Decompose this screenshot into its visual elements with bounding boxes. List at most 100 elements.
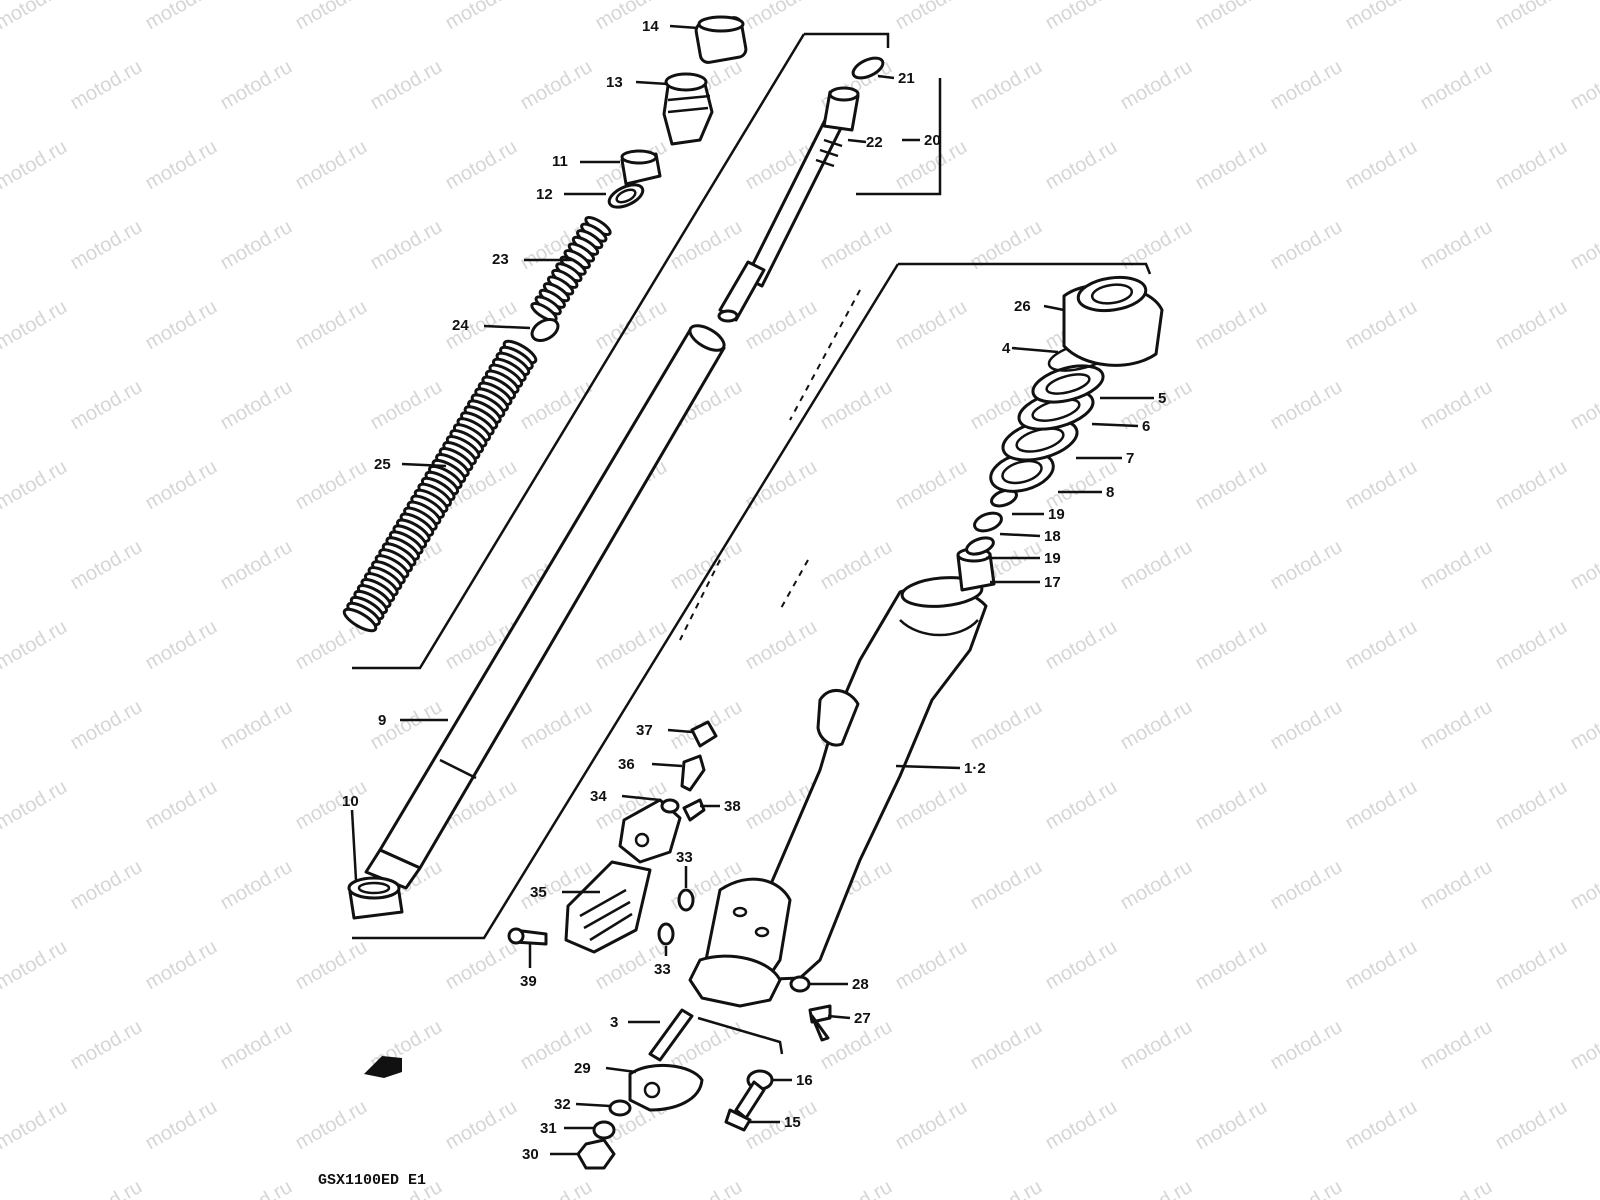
part-29-axle-clamp bbox=[628, 1063, 704, 1112]
watermark-text: motod.ru bbox=[1117, 1176, 1196, 1200]
callout-5: 5 bbox=[1158, 390, 1166, 407]
watermark-text: motod.ru bbox=[442, 1096, 521, 1155]
watermark-text: motod.ru bbox=[217, 376, 296, 435]
watermark-text: motod.ru bbox=[217, 1016, 296, 1075]
watermark-text: motod.ru bbox=[442, 0, 521, 34]
part-9-inner-tube bbox=[364, 324, 726, 890]
callout-23: 23 bbox=[492, 251, 509, 268]
callout-6: 6 bbox=[1142, 418, 1150, 435]
watermark-text: motod.ru bbox=[1042, 776, 1121, 835]
watermark-text: motod.ru bbox=[1417, 1176, 1496, 1200]
leader-lines bbox=[350, 24, 1154, 1156]
watermark-text: motod.ru bbox=[1567, 856, 1600, 915]
watermark-text: motod.ru bbox=[67, 56, 146, 115]
callout-31: 31 bbox=[540, 1120, 557, 1137]
watermark-text: motod.ru bbox=[442, 136, 521, 195]
watermark-text: motod.ru bbox=[1192, 936, 1271, 995]
callout-38: 38 bbox=[724, 798, 741, 815]
part-19-washer-upper bbox=[990, 488, 1018, 508]
watermark-text: motod.ru bbox=[292, 456, 371, 515]
watermark-text: motod.ru bbox=[217, 1176, 296, 1200]
part-23-spacer-spring bbox=[530, 215, 612, 323]
watermark-text: motod.ru bbox=[742, 296, 821, 355]
part-32-washer bbox=[608, 1099, 632, 1117]
callout-13: 13 bbox=[606, 74, 623, 91]
watermark-text: motod.ru bbox=[217, 696, 296, 755]
part-33-washer-lower bbox=[657, 922, 675, 946]
watermark-text: motod.ru bbox=[817, 216, 896, 275]
part-21-piston-ring bbox=[851, 56, 885, 80]
watermark-text: motod.ru bbox=[1492, 1096, 1571, 1155]
watermark-text: motod.ru bbox=[1042, 616, 1121, 675]
watermark-text: motod.ru bbox=[292, 1096, 371, 1155]
watermark-text: motod.ru bbox=[67, 1016, 146, 1075]
watermark-text: motod.ru bbox=[1117, 696, 1196, 755]
watermark-text: motod.ru bbox=[742, 0, 821, 34]
watermark-text: motod.ru bbox=[67, 216, 146, 275]
watermark-text: motod.ru bbox=[292, 0, 371, 34]
watermark-text: motod.ru bbox=[142, 136, 221, 195]
watermark-text: motod.ru bbox=[592, 0, 671, 34]
watermark-text: motod.ru bbox=[1567, 376, 1600, 435]
watermark-text: motod.ru bbox=[217, 856, 296, 915]
watermark-text: motod.ru bbox=[142, 936, 221, 995]
watermark-text: motod.ru bbox=[1042, 136, 1121, 195]
watermark-text: motod.ru bbox=[1267, 216, 1346, 275]
watermark-text: motod.ru bbox=[1567, 216, 1600, 275]
callout-36: 36 bbox=[618, 756, 635, 773]
callout-25: 25 bbox=[374, 456, 391, 473]
watermark-text: motod.ru bbox=[742, 456, 821, 515]
part-11-bushing bbox=[620, 149, 662, 186]
fork-parts bbox=[342, 15, 1164, 1170]
watermark-text: motod.ru bbox=[1342, 776, 1421, 835]
watermark-text: motod.ru bbox=[742, 616, 821, 675]
part-27-screw bbox=[808, 1004, 832, 1042]
callout-22: 22 bbox=[866, 134, 883, 151]
watermark-text: motod.ru bbox=[1192, 776, 1271, 835]
watermark-text: motod.ru bbox=[817, 536, 896, 595]
part-26-dust-boot bbox=[1062, 275, 1164, 367]
watermark-text: motod.ru bbox=[1117, 536, 1196, 595]
watermark-text: motod.ru bbox=[592, 616, 671, 675]
callout-27: 27 bbox=[854, 1010, 871, 1027]
watermark-text: motod.ru bbox=[1117, 856, 1196, 915]
watermark-text: motod.ru bbox=[967, 216, 1046, 275]
watermark-text: motod.ru bbox=[0, 936, 71, 995]
watermark-text: motod.ru bbox=[1492, 0, 1571, 34]
callout-26: 26 bbox=[1014, 298, 1031, 315]
callout-32: 32 bbox=[554, 1096, 571, 1113]
watermark-text: motod.ru bbox=[217, 536, 296, 595]
watermark-text: motod.ru bbox=[892, 0, 971, 34]
watermark-text: motod.ru bbox=[1192, 1096, 1271, 1155]
watermark-text: motod.ru bbox=[1117, 56, 1196, 115]
watermark-text: motod.ru bbox=[1042, 936, 1121, 995]
callout-7: 7 bbox=[1126, 450, 1134, 467]
callout-20: 20 bbox=[924, 132, 941, 149]
watermark-text: motod.ru bbox=[67, 376, 146, 435]
part-30-nut bbox=[576, 1138, 616, 1170]
watermark-text: motod.ru bbox=[1267, 1176, 1346, 1200]
watermark-text: motod.ru bbox=[217, 56, 296, 115]
part-36-bolt bbox=[680, 754, 706, 792]
part-38-bolt bbox=[682, 798, 706, 822]
watermark-text: motod.ru bbox=[892, 1096, 971, 1155]
watermark-text: motod.ru bbox=[1342, 296, 1421, 355]
watermark-text: motod.ru bbox=[892, 296, 971, 355]
watermark-text: motod.ru bbox=[367, 376, 446, 435]
spring-coil bbox=[342, 607, 378, 633]
watermark-text: motod.ru bbox=[1342, 136, 1421, 195]
part-33-washer-upper bbox=[677, 888, 695, 912]
watermark-text: motod.ru bbox=[892, 456, 971, 515]
watermark-text: motod.ru bbox=[1417, 856, 1496, 915]
watermark-text: motod.ru bbox=[1492, 296, 1571, 355]
watermark-text: motod.ru bbox=[1417, 696, 1496, 755]
watermark-text: motod.ru bbox=[592, 296, 671, 355]
part-14-cap bbox=[694, 15, 748, 64]
watermark-text: motod.ru bbox=[142, 0, 221, 34]
group-brackets bbox=[352, 32, 1152, 1055]
callout-19-lower: 19 bbox=[1044, 550, 1061, 567]
watermark-text: motod.ru bbox=[667, 216, 746, 275]
watermark-text: motod.ru bbox=[1192, 136, 1271, 195]
part-20-damper-rod bbox=[717, 86, 860, 323]
watermark-text: motod.ru bbox=[1342, 456, 1421, 515]
